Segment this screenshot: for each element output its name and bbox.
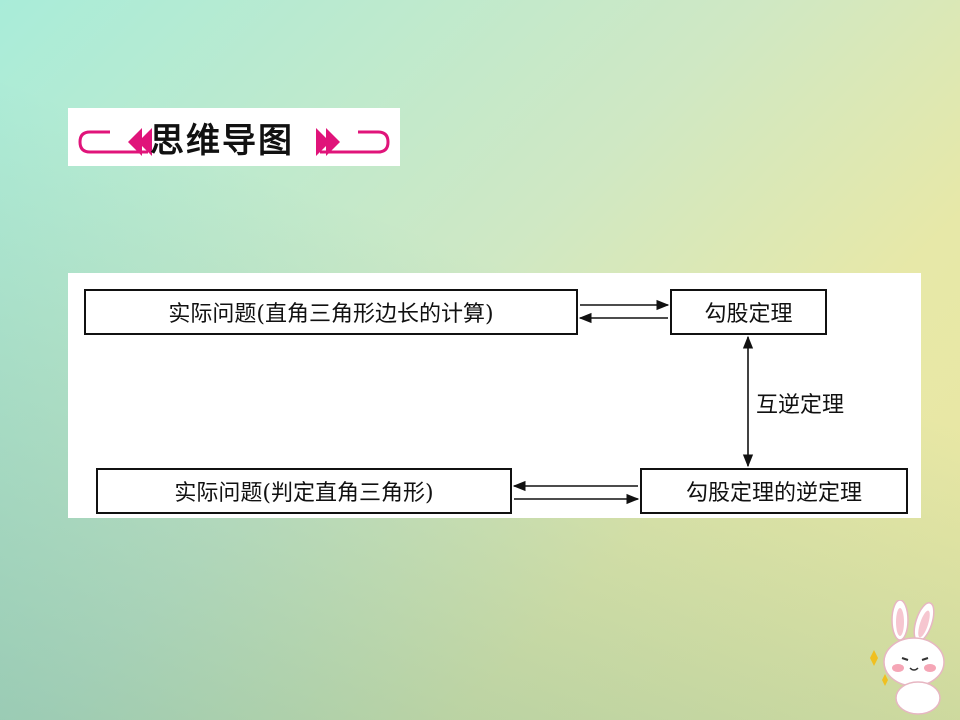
edge-label-converse: 互逆定理 bbox=[756, 393, 845, 418]
right-double-arrow-icon bbox=[326, 128, 340, 156]
diagram-arrows bbox=[512, 299, 754, 505]
header-frame-left bbox=[78, 130, 148, 154]
header-title: 思维导图 bbox=[150, 121, 294, 161]
header-frame bbox=[78, 128, 390, 156]
node-practical-calc: 实际问题(直角三角形边长的计算) bbox=[84, 289, 578, 335]
node-practical-judge-label: 实际问题(判定直角三角形) bbox=[174, 481, 434, 506]
section-header bbox=[68, 108, 400, 166]
left-double-arrow-icon bbox=[128, 128, 142, 156]
node-practical-calc-label: 实际问题(直角三角形边长的计算) bbox=[168, 302, 494, 327]
node-pythagorean-label: 勾股定理 bbox=[704, 302, 793, 327]
node-pythagorean-theorem: 勾股定理 bbox=[670, 289, 827, 335]
header-frame-right bbox=[320, 130, 390, 154]
rabbit-mascot-icon bbox=[870, 600, 945, 715]
node-converse-label: 勾股定理的逆定理 bbox=[685, 481, 862, 506]
mind-map-panel: 实际问题(直角三角形边长的计算) 勾股定理 实际问题(判定直角三角形) 勾股定理… bbox=[68, 273, 921, 518]
node-practical-judge: 实际问题(判定直角三角形) bbox=[96, 468, 512, 514]
node-converse-theorem: 勾股定理的逆定理 bbox=[640, 468, 908, 514]
